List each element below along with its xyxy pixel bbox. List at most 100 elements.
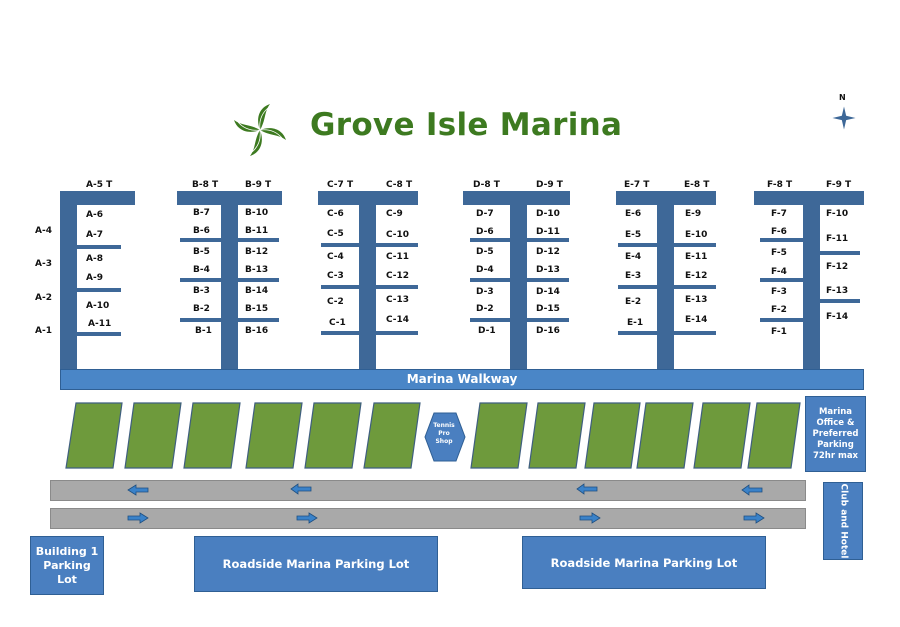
slip-label: A-9 xyxy=(86,273,103,283)
slip-label: A-3 xyxy=(35,259,52,269)
dock-c-pier xyxy=(359,191,376,371)
slip-label: B-15 xyxy=(245,304,269,314)
slip-label: C-6 xyxy=(327,209,344,219)
slip-label: B-5 xyxy=(193,247,210,257)
slip-label: D-5 xyxy=(476,247,494,257)
slip-label: C-9 xyxy=(386,209,403,219)
slip-label: C-1 xyxy=(329,318,346,328)
slip-label: F-9 T xyxy=(826,180,852,190)
slip-label: F-7 xyxy=(771,209,787,219)
slip-label: B-10 xyxy=(245,208,269,218)
finger-b xyxy=(180,318,221,322)
finger-e xyxy=(674,331,716,335)
tennis-court xyxy=(304,402,362,469)
tennis-court xyxy=(470,402,528,469)
finger-c xyxy=(376,331,418,335)
slip-label: D-10 xyxy=(536,209,560,219)
finger-f xyxy=(820,299,860,303)
slip-label: B-4 xyxy=(193,265,210,275)
slip-label: C-14 xyxy=(386,315,410,325)
slip-label: C-4 xyxy=(327,252,344,262)
slip-label: E-11 xyxy=(685,252,708,262)
roadside-parking-lot-right: Roadside Marina Parking Lot xyxy=(522,536,766,589)
slip-label: F-14 xyxy=(826,312,849,322)
left-arrow-icon xyxy=(127,484,149,496)
finger-e xyxy=(618,331,657,335)
slip-label: E-3 xyxy=(625,271,642,281)
slip-label: E-13 xyxy=(685,295,708,305)
pinwheel-palm-icon xyxy=(234,104,286,156)
building-1-parking-lot: Building 1 Parking Lot xyxy=(30,536,104,595)
finger-e xyxy=(674,243,716,247)
slip-label: C-13 xyxy=(386,295,410,305)
slip-label: D-15 xyxy=(536,304,560,314)
club-and-hotel: Club and Hotel xyxy=(823,482,863,560)
compass-star-icon xyxy=(832,106,856,130)
slip-label: A-8 xyxy=(86,254,103,264)
slip-label: E-9 xyxy=(685,209,702,219)
left-arrow-icon xyxy=(290,483,312,495)
tennis-court xyxy=(636,402,694,469)
compass-north-label: N xyxy=(839,93,846,102)
slip-label: A-1 xyxy=(35,326,52,336)
slip-label: F-2 xyxy=(771,305,787,315)
slip-label: A-6 xyxy=(86,210,103,220)
slip-label: E-10 xyxy=(685,230,708,240)
slip-label: F-4 xyxy=(771,267,787,277)
dock-e-pier xyxy=(657,191,674,371)
slip-label: E-14 xyxy=(685,315,708,325)
slip-label: B-16 xyxy=(245,326,269,336)
left-arrow-icon xyxy=(576,483,598,495)
slip-label: E-12 xyxy=(685,271,708,281)
slip-label: F-1 xyxy=(771,327,787,337)
slip-label: C-10 xyxy=(386,230,410,240)
slip-label: F-6 xyxy=(771,227,787,237)
finger-c xyxy=(321,243,359,247)
marina-title: Grove Isle Marina xyxy=(310,107,623,143)
slip-label: B-7 xyxy=(193,208,210,218)
tennis-court xyxy=(747,402,801,469)
finger-f xyxy=(760,238,803,242)
finger-c xyxy=(321,285,359,289)
tennis-court xyxy=(693,402,751,469)
slip-label: D-4 xyxy=(476,265,494,275)
finger-a xyxy=(77,288,121,292)
slip-label: B-3 xyxy=(193,286,210,296)
tennis-court xyxy=(363,402,421,469)
tennis-court xyxy=(124,402,182,469)
slip-label: F-12 xyxy=(826,262,849,272)
slip-label: B-6 xyxy=(193,226,210,236)
tennis-court xyxy=(528,402,586,469)
slip-label: E-1 xyxy=(627,318,644,328)
finger-d xyxy=(527,318,569,322)
right-arrow-icon xyxy=(579,512,601,524)
finger-e xyxy=(618,285,657,289)
slip-label: C-3 xyxy=(327,271,344,281)
slip-label: B-12 xyxy=(245,247,269,257)
dock-a-head xyxy=(60,191,135,205)
finger-d xyxy=(470,278,510,282)
slip-label: B-2 xyxy=(193,304,210,314)
tennis-pro-shop-label: Tennis Pro Shop xyxy=(433,422,455,445)
finger-b xyxy=(180,278,221,282)
slip-label: D-16 xyxy=(536,326,560,336)
roadside-parking-lot-left: Roadside Marina Parking Lot xyxy=(194,536,438,592)
finger-d xyxy=(527,238,569,242)
slip-label: D-13 xyxy=(536,265,560,275)
slip-label: E-8 T xyxy=(684,180,710,190)
finger-d xyxy=(470,238,510,242)
road-eastbound xyxy=(50,508,806,529)
slip-label: B-1 xyxy=(195,326,212,336)
marina-walkway: Marina Walkway xyxy=(60,369,864,390)
finger-d xyxy=(527,278,569,282)
finger-b xyxy=(238,318,279,322)
slip-label: A-2 xyxy=(35,293,52,303)
slip-label: D-3 xyxy=(476,287,494,297)
right-arrow-icon xyxy=(743,512,765,524)
slip-label: B-8 T xyxy=(192,180,219,190)
slip-label: C-12 xyxy=(386,271,410,281)
slip-label: D-6 xyxy=(476,227,494,237)
finger-d xyxy=(470,318,510,322)
